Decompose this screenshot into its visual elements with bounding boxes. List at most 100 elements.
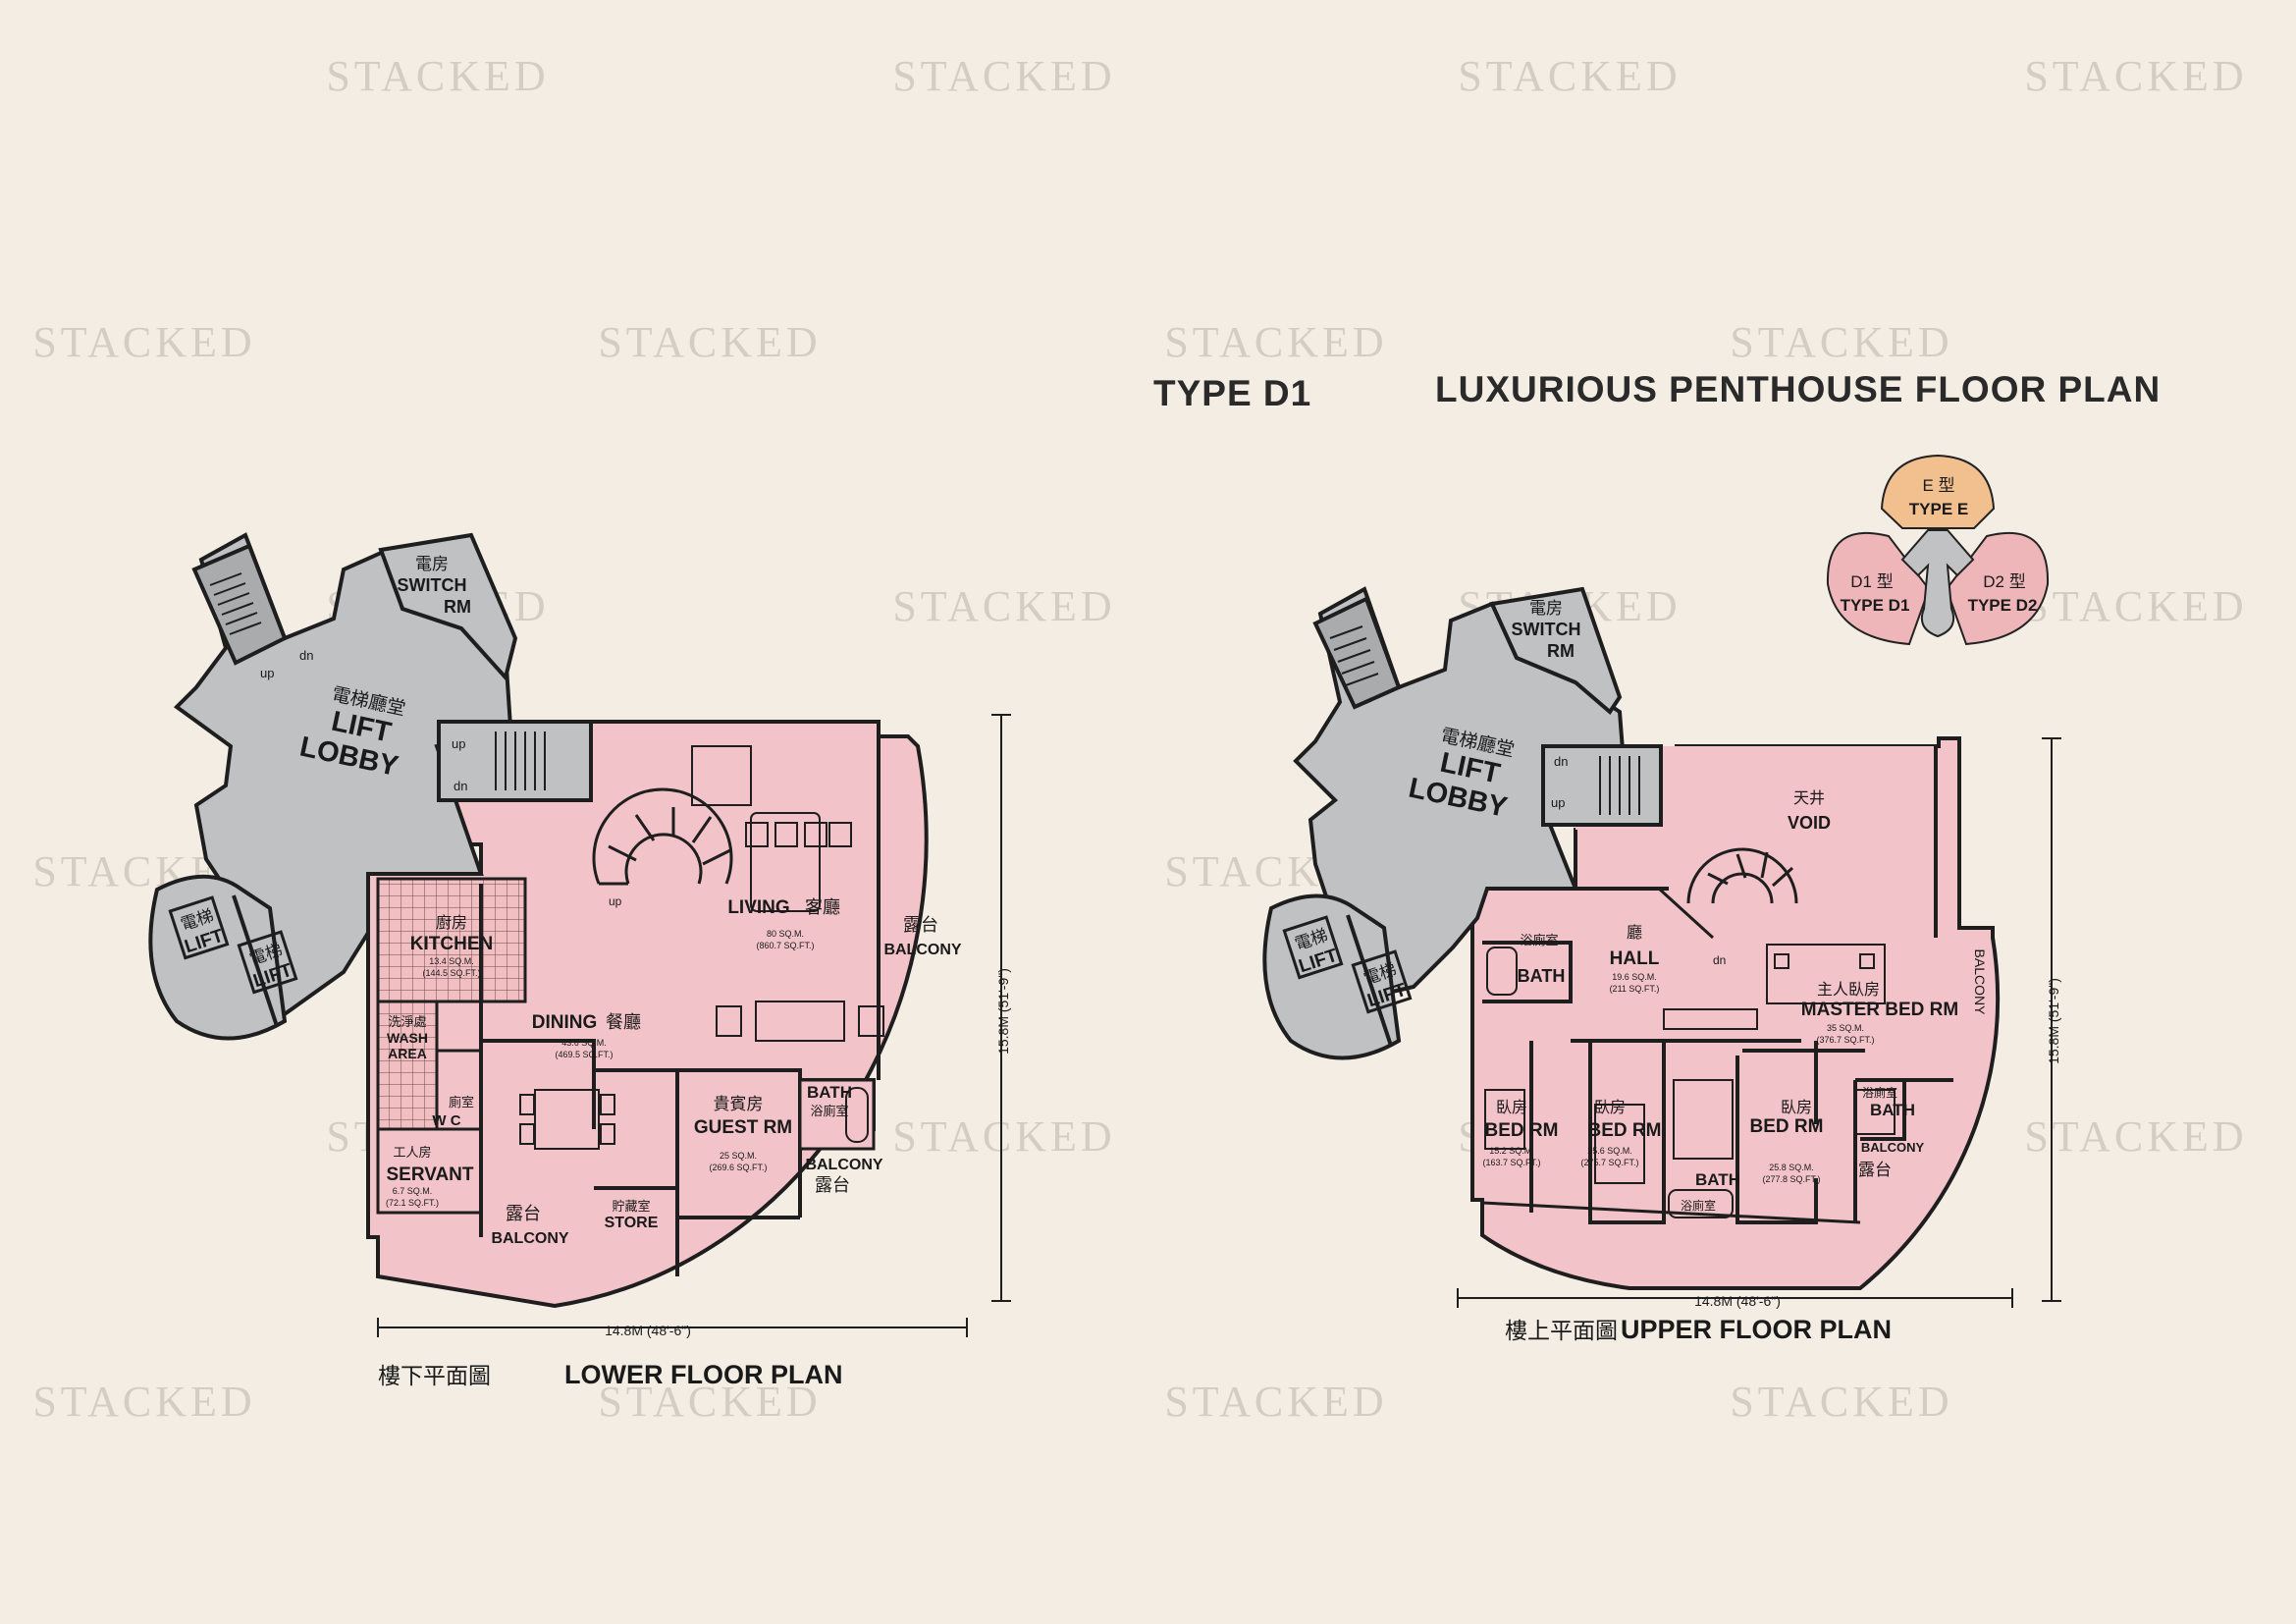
lower-living-sqft: (860.7 SQ.FT.) <box>756 941 814 950</box>
lower-wash-zh: 洗淨處 <box>388 1014 426 1029</box>
upper-dimension-lines <box>1457 737 2061 1308</box>
key-type-d1-en: TYPE D1 <box>1841 596 1910 615</box>
upper-bath2-en: BATH <box>1870 1101 1915 1119</box>
lower-servant-sqm: 6.7 SQ.M. <box>393 1186 433 1196</box>
upper-bed3-zh: 臥房 <box>1781 1099 1812 1116</box>
lower-balcony3-en: BALCONY <box>491 1230 568 1247</box>
watermark: STACKED <box>2024 1112 2248 1161</box>
upper-bed1-sqft: (163.7 SQ.FT.) <box>1482 1158 1540 1167</box>
lower-bath-en: BATH <box>807 1083 852 1102</box>
lower-living-sqm: 80 SQ.M. <box>767 929 804 939</box>
upper-bed3-sqm: 25.8 SQ.M. <box>1769 1163 1814 1172</box>
lower-wc-zh: 廁室 <box>449 1095 474 1110</box>
lower-dining-zh: 餐廳 <box>606 1012 641 1032</box>
watermark: STACKED <box>1730 1378 1953 1426</box>
upper-bed2-sqft: (275.7 SQ.FT.) <box>1580 1158 1638 1167</box>
watermark: STACKED <box>1164 318 1388 366</box>
watermark: STACKED <box>2024 582 2248 630</box>
lower-wash-en: WASH <box>387 1030 428 1046</box>
upper-bed1-zh: 臥房 <box>1496 1099 1527 1116</box>
upper-bed1-sqm: 15.2 SQ.M. <box>1489 1146 1534 1156</box>
lower-service-stair-up: up <box>452 736 465 751</box>
upper-bed3-sqft: (277.8 SQ.FT.) <box>1762 1174 1820 1184</box>
upper-balcony2-en: BALCONY <box>1861 1140 1925 1155</box>
lower-balcony3-zh: 露台 <box>506 1204 541 1223</box>
lower-store-zh: 貯藏室 <box>612 1199 650 1214</box>
upper-hall-en: HALL <box>1610 948 1660 969</box>
upper-hall-sqft: (211 SQ.FT.) <box>1610 984 1660 994</box>
upper-bath3-en: BATH <box>1695 1170 1740 1189</box>
lower-spiral-stair <box>592 787 733 886</box>
watermark: STACKED <box>892 582 1116 630</box>
upper-master-en: MASTER BED RM <box>1801 1000 1958 1020</box>
lower-living-en: LIVING <box>727 897 789 918</box>
watermark: STACKED <box>32 1378 256 1426</box>
key-type-d2-en: TYPE D2 <box>1968 596 2038 615</box>
lower-guest-en: GUEST RM <box>694 1117 792 1138</box>
lower-kitchen-zh: 廚房 <box>436 913 467 932</box>
watermark: STACKED <box>326 52 550 100</box>
lower-dining-table <box>519 1089 615 1150</box>
upper-void-en: VOID <box>1788 813 1831 833</box>
watermark: STACKED <box>892 52 1116 100</box>
upper-bed2-sqm: 25.6 SQ.M. <box>1587 1146 1632 1156</box>
upper-caption-en: UPPER FLOOR PLAN <box>1621 1315 1892 1344</box>
lower-dimension-lines <box>377 714 1011 1337</box>
lower-store-en: STORE <box>605 1215 659 1231</box>
watermark: STACKED <box>1730 318 1953 366</box>
lower-switch-zh: 電房 <box>415 555 449 573</box>
lower-balcony1-zh: 露台 <box>903 915 938 935</box>
upper-depth-dim: 15.8M (51'-9") <box>2046 978 2061 1064</box>
page-title: LUXURIOUS PENTHOUSE FLOOR PLAN <box>1435 369 2162 409</box>
watermark: STACKED <box>1164 1378 1388 1426</box>
upper-caption-zh: 樓上平面圖 <box>1505 1318 1618 1343</box>
key-type-d1-zh: D1 型 <box>1850 572 1893 591</box>
upper-balcony1-en: BALCONY <box>1972 949 1988 1016</box>
key-type-e-en: TYPE E <box>1909 500 1968 518</box>
upper-hall-sqm: 19.6 SQ.M. <box>1612 972 1657 982</box>
upper-bed2-zh: 臥房 <box>1594 1099 1626 1116</box>
upper-floor-plan: 電房 SWITCH RM 電梯廳堂 LIFT LOBBY dn up 電梯 LI… <box>1262 586 2061 1344</box>
lower-balcony1-en: BALCONY <box>883 942 961 958</box>
watermark: STACKED <box>32 318 256 366</box>
lower-stair-dn: dn <box>299 648 313 663</box>
lower-service-stair-dn: dn <box>454 779 467 793</box>
lower-depth-dim: 15.8M (51'-9") <box>995 968 1011 1055</box>
type-label: TYPE D1 <box>1153 373 1312 413</box>
upper-switch-zh: 電房 <box>1529 599 1563 618</box>
lower-switch-en: SWITCH <box>398 575 467 595</box>
lower-balcony2-en: BALCONY <box>805 1157 882 1173</box>
watermark: STACKED <box>2024 52 2248 100</box>
upper-bed2-en: BED RM <box>1588 1120 1662 1141</box>
lower-wash-area: AREA <box>388 1046 427 1061</box>
lower-switch-en-rm: RM <box>444 597 471 617</box>
upper-spiral-dn: dn <box>1713 953 1726 967</box>
upper-width-dim: 14.8M (48'-6") <box>1694 1293 1781 1309</box>
lower-servant-zh: 工人房 <box>393 1145 431 1160</box>
lower-guest-zh: 貴賓房 <box>714 1095 764 1113</box>
lower-servant-en: SERVANT <box>386 1164 473 1185</box>
watermark: STACKED <box>1458 52 1682 100</box>
lower-spiral-up: up <box>609 894 622 908</box>
upper-switch-en-rm: RM <box>1547 641 1575 661</box>
upper-service-stair-dn: dn <box>1554 754 1568 769</box>
upper-furniture <box>1484 944 1896 1218</box>
lower-kitchen-sqm: 13.4 SQ.M. <box>429 956 474 966</box>
lower-caption-zh: 樓下平面圖 <box>378 1363 491 1388</box>
upper-bed1-en: BED RM <box>1485 1120 1559 1141</box>
upper-hall-zh: 廳 <box>1627 923 1642 942</box>
upper-bath3-zh: 浴廁室 <box>1681 1198 1716 1213</box>
upper-void-zh: 天井 <box>1793 789 1825 807</box>
lower-servant-sqft: (72.1 SQ.FT.) <box>386 1198 439 1208</box>
watermark: STACKED <box>598 318 822 366</box>
upper-service-stair-up: up <box>1551 795 1565 810</box>
lower-floor-plan: 電房 SWITCH RM up dn 電梯廳堂 LIFT LOBBY up dn… <box>148 532 1011 1389</box>
upper-balcony2-zh: 露台 <box>1858 1161 1892 1179</box>
upper-bath1-zh: 浴廁室 <box>1520 933 1558 947</box>
lower-living-zh: 客廳 <box>805 897 840 917</box>
upper-spiral-stair <box>1657 847 1798 940</box>
upper-master-sqm: 35 SQ.M. <box>1827 1023 1864 1033</box>
lower-guest-sqm: 25 SQ.M. <box>720 1151 757 1161</box>
upper-bath1-en: BATH <box>1518 966 1566 986</box>
